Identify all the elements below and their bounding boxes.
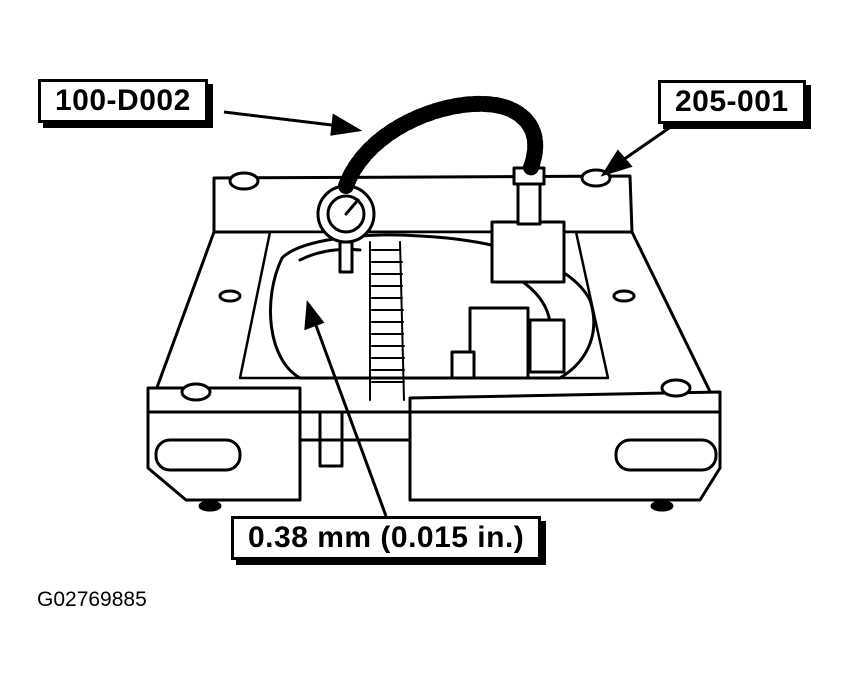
- dial-needle: [344, 198, 360, 216]
- callout-measurement: 0.38 mm (0.015 in.): [231, 516, 542, 560]
- fixture-top-plate: [212, 174, 634, 234]
- frame-hole: [612, 289, 636, 303]
- figure-id: G02769885: [37, 588, 147, 611]
- ring-gear: [369, 241, 405, 401]
- bolt-head: [180, 382, 212, 402]
- fixture-foot: [198, 500, 222, 512]
- housing-arc: [298, 247, 362, 262]
- carrier-block-inner: [528, 318, 566, 374]
- bolt-head: [660, 378, 692, 398]
- left-clamp-slot: [154, 438, 242, 472]
- carrier-block: [468, 306, 530, 380]
- leader-line-measure: [312, 319, 388, 517]
- indicator-post: [490, 220, 566, 284]
- right-clamp-slot: [614, 438, 718, 472]
- arrowhead-measure: [304, 300, 325, 331]
- frame-hole: [218, 289, 242, 303]
- leader-line-right: [619, 124, 673, 164]
- callout-tool-number-right: 205-001: [658, 80, 806, 124]
- dial-indicator-inner: [326, 194, 366, 234]
- bolt-head: [228, 171, 260, 191]
- callout-tool-number-left: 100-D002: [38, 79, 208, 123]
- bearing-cap: [450, 350, 476, 380]
- indicator-stem: [516, 178, 542, 226]
- fixture-foot: [650, 500, 674, 512]
- arrowhead-left: [330, 113, 363, 136]
- flexible-arm-outline: [345, 102, 537, 187]
- dial-stem: [338, 240, 354, 274]
- arrowhead-right: [600, 149, 633, 177]
- leader-line-left: [223, 110, 341, 128]
